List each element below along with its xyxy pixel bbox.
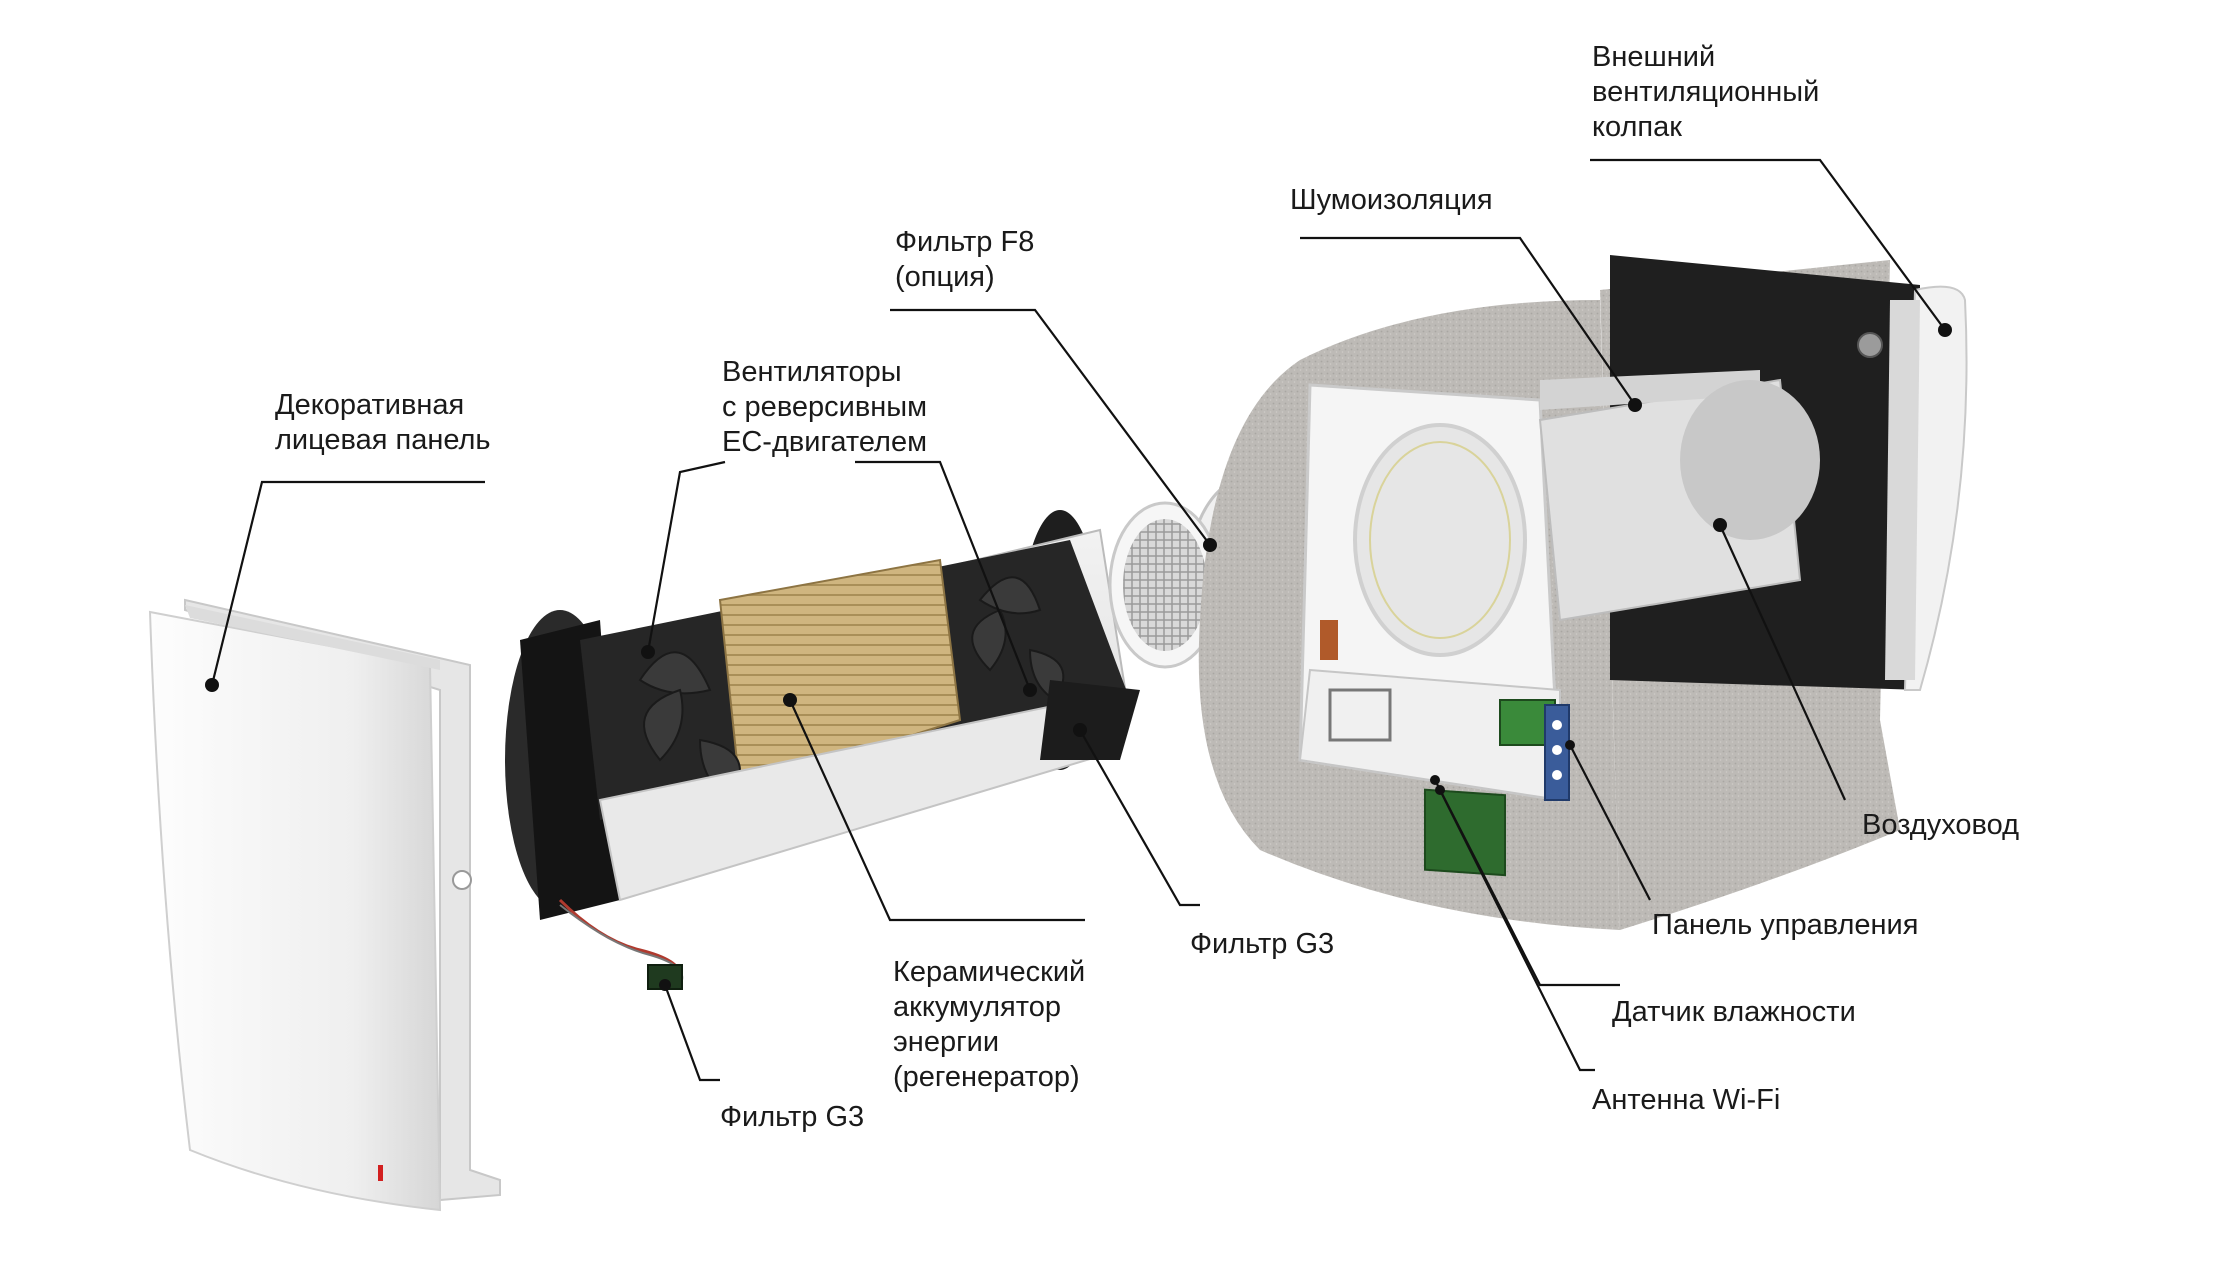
dot-filter-g3-left: [659, 979, 671, 991]
label-humidity-sensor: Датчик влажности: [1612, 996, 1856, 1028]
label-external-hood: Внешний вентиляционный колпак: [1592, 41, 1820, 143]
label-fans: Вентиляторы с реверсивным EC-двигателем: [722, 356, 928, 458]
label-decorative-panel: Декоративная лицевая панель: [275, 389, 491, 456]
leader-filter-g3-right: [1079, 729, 1200, 907]
label-filter-g3-right: Фильтр G3: [1190, 928, 1335, 960]
leader-filter-g3-left: [663, 984, 720, 1082]
label-noise-insulation: Шумоизоляция: [1290, 184, 1493, 216]
decorative-panel-illustration: [148, 598, 501, 1212]
leader-control-panel: [1569, 744, 1651, 901]
dot-filter-f8: [1203, 538, 1217, 552]
leader-dots: [205, 323, 1952, 991]
dot-filter-g3-right: [1073, 723, 1087, 737]
leader-fans-1: [646, 460, 726, 653]
leader-lines: [210, 158, 1946, 1082]
label-wifi-antenna: Антенна Wi-Fi: [1592, 1084, 1781, 1116]
dot-wifi-antenna: [1435, 785, 1445, 795]
label-filter-g3-left: Фильтр G3: [720, 1101, 865, 1133]
dot-air-duct: [1713, 518, 1727, 532]
dot-humidity-sensor: [1430, 775, 1440, 785]
leader-filter-f8: [890, 308, 1211, 546]
label-ceramic-accumulator: Керамический аккумулятор энергии (регене…: [893, 956, 1086, 1093]
housing-illustration: [1198, 255, 1968, 930]
label-control-panel: Панель управления: [1652, 909, 1919, 941]
leader-decorative-panel: [210, 480, 485, 686]
leader-air-duct: [1718, 524, 1847, 801]
dot-ceramic-accumulator: [783, 693, 797, 707]
cylinder-module-illustration: [505, 510, 1140, 990]
dot-external-hood: [1938, 323, 1952, 337]
leader-fans-2: [855, 460, 1032, 691]
dot-noise-insulation: [1628, 398, 1642, 412]
leader-wifi-antenna: [1439, 789, 1595, 1072]
dot-control-panel: [1565, 740, 1575, 750]
leader-external-hood: [1590, 158, 1946, 331]
label-filter-f8: Фильтр F8 (опция): [895, 226, 1035, 293]
leader-noise-insulation: [1300, 236, 1636, 406]
dot-fans-2: [1023, 683, 1037, 697]
leader-ceramic-accumulator: [788, 699, 1085, 922]
label-air-duct: Воздуховод: [1862, 809, 2020, 841]
dot-fans-1: [641, 645, 655, 659]
dot-decorative-panel: [205, 678, 219, 692]
